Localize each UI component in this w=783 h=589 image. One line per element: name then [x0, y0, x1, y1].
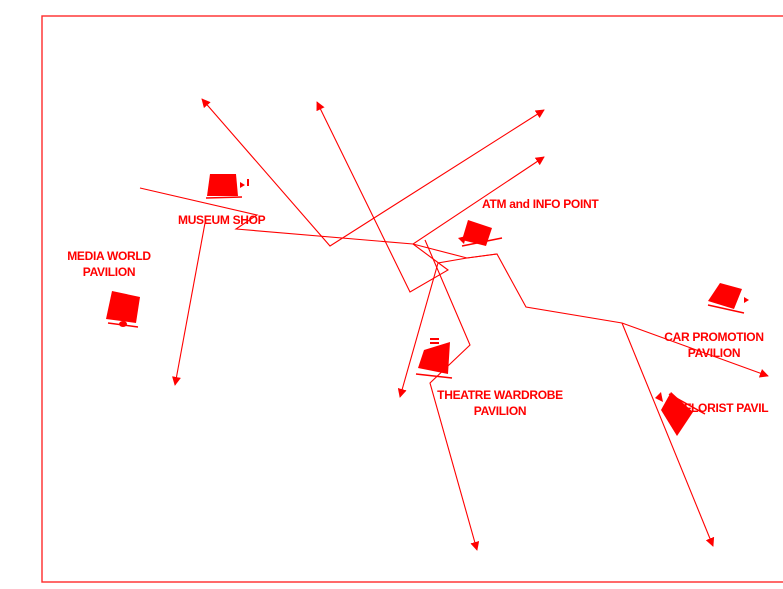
label-theatre-wardrobe-line2: PAVILION — [474, 404, 527, 418]
floor-plan-boundary — [41, 15, 783, 583]
label-theatre-wardrobe-line1: THEATRE WARDROBE — [437, 388, 563, 402]
camera-icon[interactable] — [106, 291, 140, 328]
walk-path-4 — [316, 101, 545, 293]
walk-path-5 — [397, 253, 498, 398]
label-media-world-line1: MEDIA WORLD — [67, 249, 151, 263]
label-museum-shop: MUSEUM SHOP — [178, 213, 266, 227]
label-media-world-line2: PAVILION — [83, 265, 136, 279]
walk-path-7 — [621, 322, 715, 547]
label-car-promotion-line2: PAVILION — [688, 346, 741, 360]
camera-icon[interactable] — [415, 338, 453, 379]
camera-icon[interactable] — [205, 174, 249, 199]
label-atm-info-point: ATM and INFO POINT — [482, 197, 599, 211]
camera-icon[interactable] — [655, 392, 706, 436]
walk-path-1 — [172, 222, 206, 386]
walk-path-6 — [424, 239, 480, 551]
camera-icon[interactable] — [458, 220, 503, 247]
label-car-promotion-line1: CAR PROMOTION — [664, 330, 763, 344]
camera-icon[interactable] — [707, 283, 749, 314]
label-florist-pavilion: FLORIST PAVIL — [684, 401, 768, 415]
